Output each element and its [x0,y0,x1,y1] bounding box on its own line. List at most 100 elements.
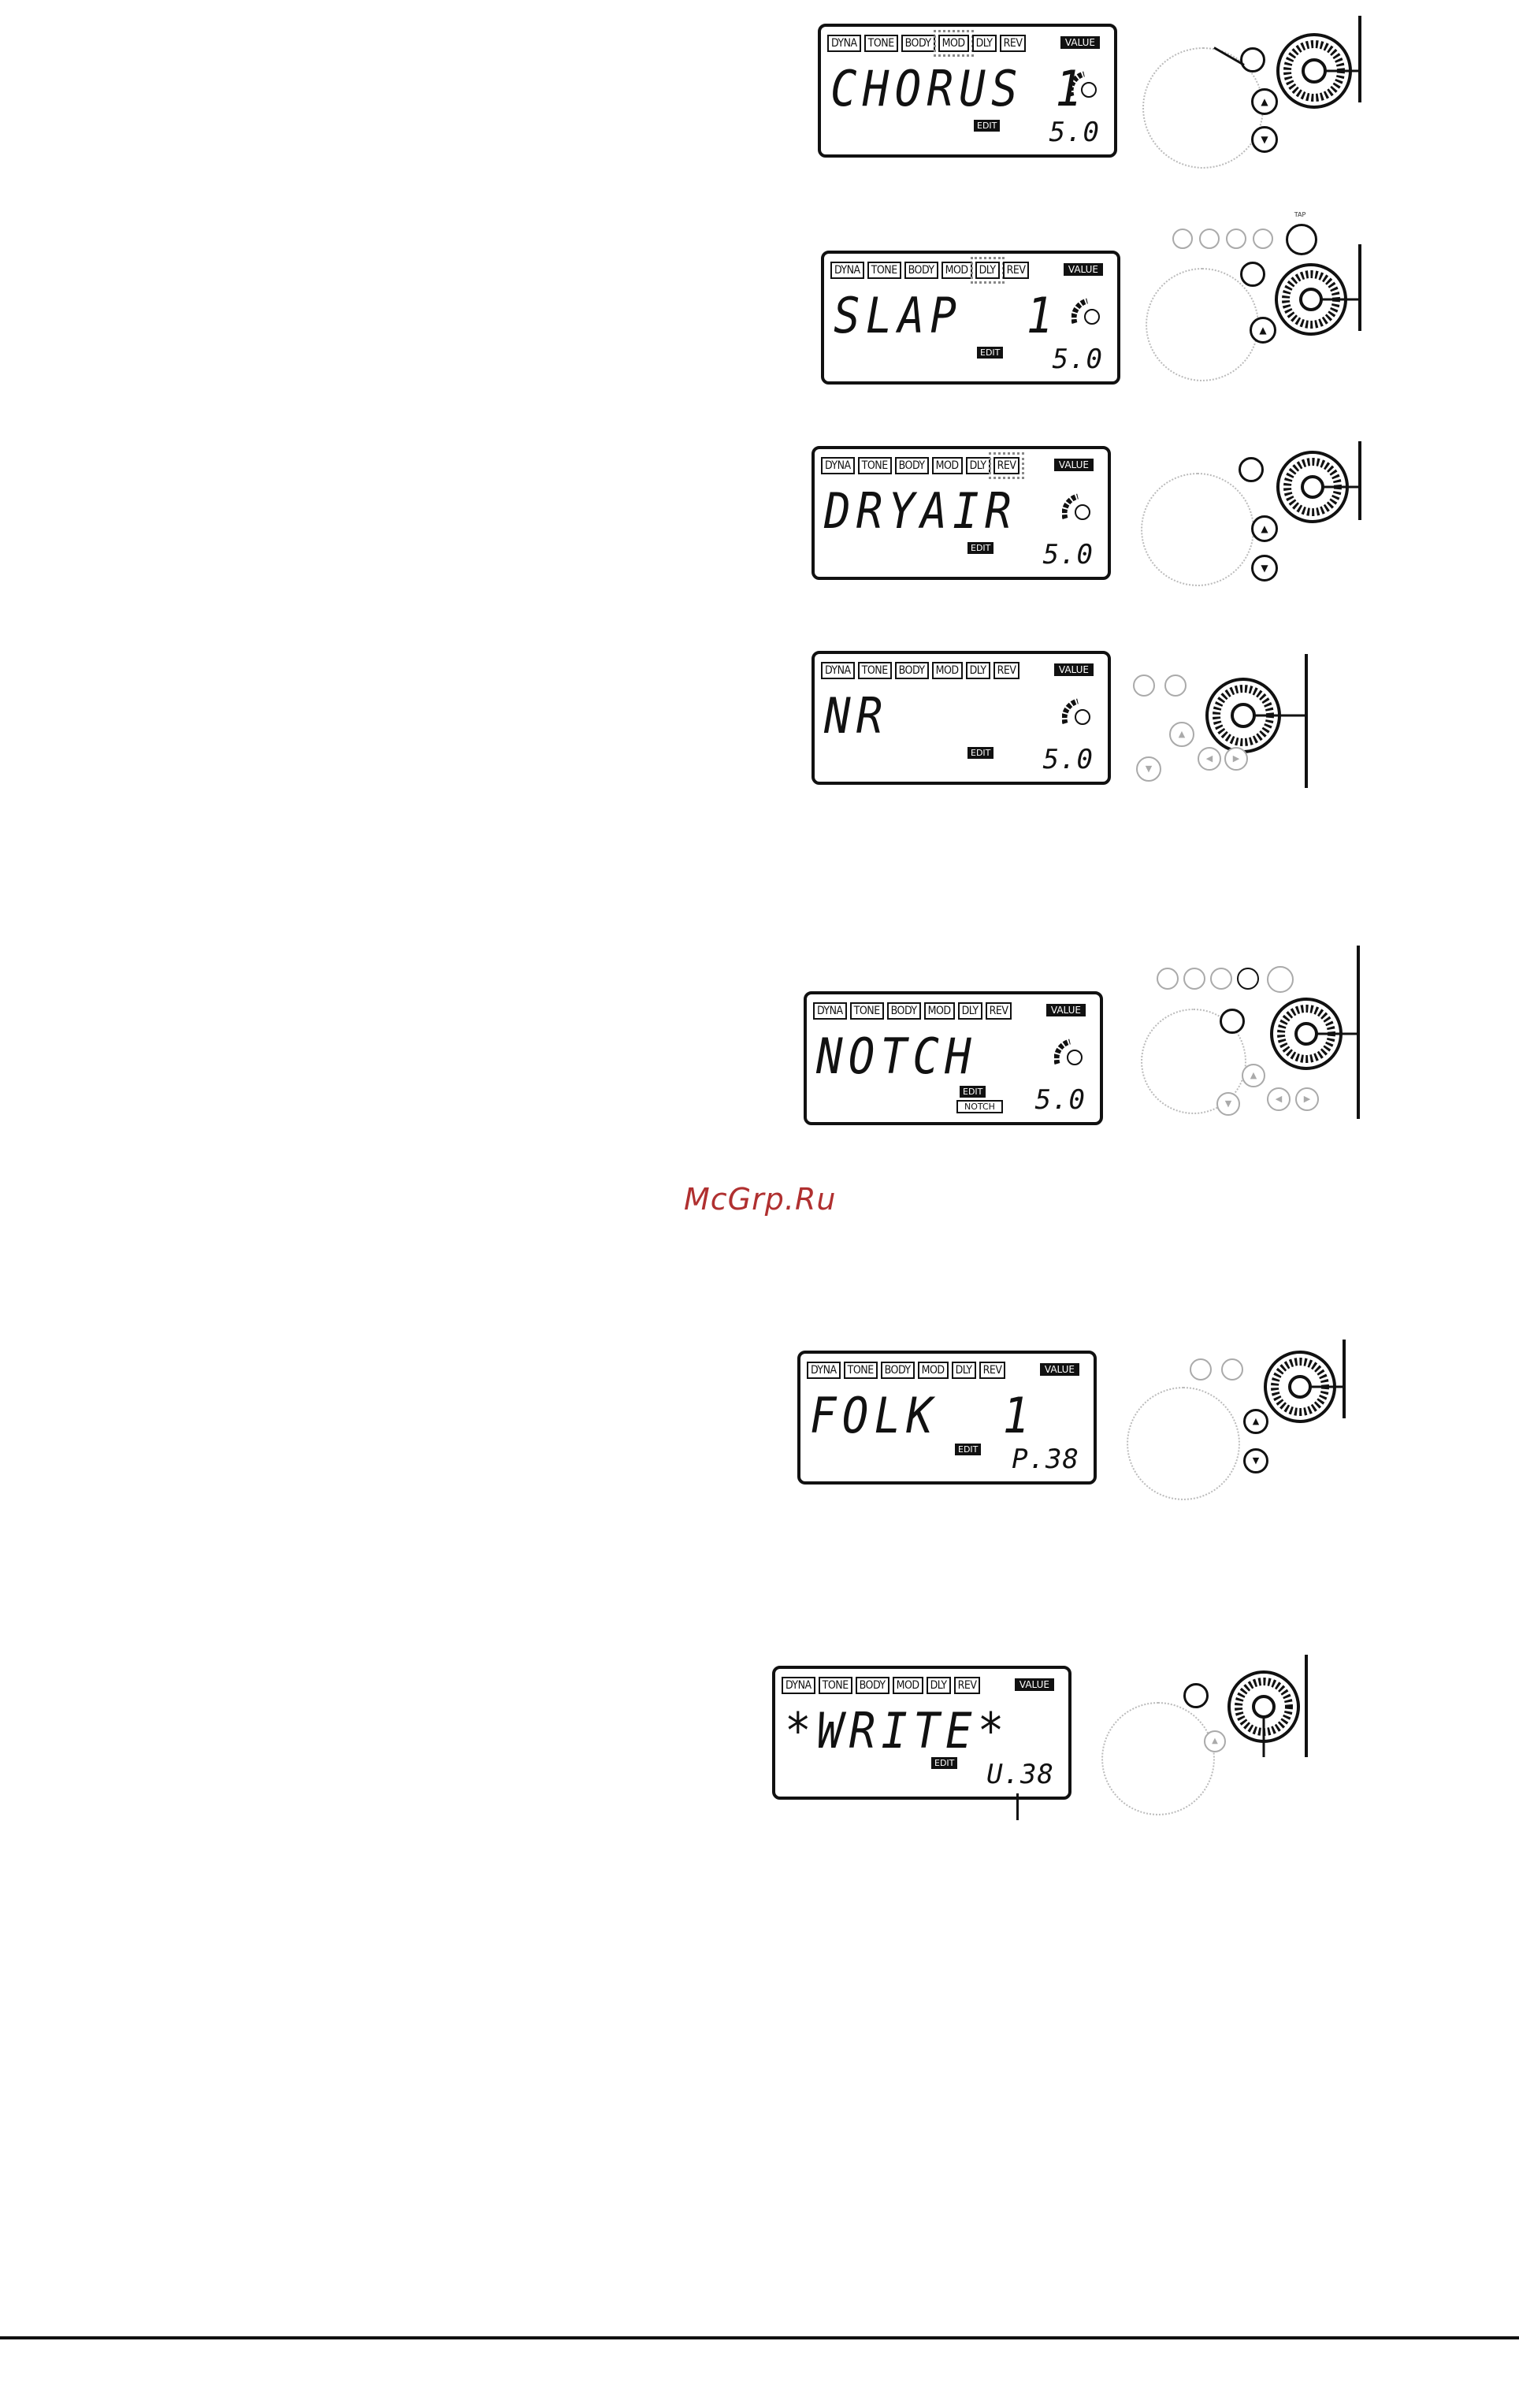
effect-tabs: DYNA TONE BODY MOD DLY REV [782,1677,981,1694]
control-panel-1: ▲ ▼ [1141,16,1369,169]
main-dial-icon[interactable] [1264,244,1361,355]
notch-button[interactable] [1237,968,1259,990]
enter-rec-button[interactable] [1221,1358,1243,1381]
forward-button[interactable]: ▶ [1295,1087,1319,1111]
effect-tabs: DYNA TONE BODY MOD DLY REV [807,1362,1006,1379]
tap-button[interactable] [1267,966,1294,993]
tab-mod: MOD [917,1362,949,1379]
level-ring-icon [1062,698,1090,725]
tab-dly: DLY [970,257,1005,284]
enter-rec-button[interactable] [1240,262,1265,287]
tab-mod: MOD [931,457,963,474]
tab-dyna: DYNA [821,662,855,679]
up-arrow-button[interactable]: ▲ [1251,515,1278,542]
control-panel-3: ▲ ▼ [1141,441,1369,591]
tab-dyna: DYNA [813,1002,847,1020]
up-arrow-button[interactable]: ▲ [1243,1409,1268,1434]
lcd-display-nr: DYNA TONE BODY MOD DLY REV VALUE NR EDIT… [811,651,1111,785]
tab-dly: DLY [926,1677,951,1694]
up-arrow-button[interactable]: ▲ [1250,317,1276,344]
down-arrow-button[interactable]: ▼ [1136,756,1161,782]
edit-badge: EDIT [931,1757,958,1769]
value-dial-face [1146,268,1259,381]
control-panel-7: ▲ [1101,1655,1330,1815]
tab-mod: MOD [923,1002,955,1020]
main-dial-icon[interactable] [1253,1340,1347,1450]
lcd-main-text: DRYAIR [824,482,1017,540]
main-dial-icon[interactable] [1259,946,1361,1119]
footer-rule [0,2336,1519,2339]
tap-button[interactable] [1286,224,1317,255]
effect-tabs: DYNA TONE BODY MOD DLY REV [813,1002,1012,1020]
up-arrow-button[interactable]: ▲ [1242,1064,1265,1087]
tab-body: BODY [855,1677,889,1694]
tab-dly: DLY [957,1002,982,1020]
value-badge: VALUE [1053,663,1094,676]
lcd-main-text: NR [824,687,889,745]
lcd-value: U.38 [986,1759,1054,1790]
tab-dly: DLY [951,1362,976,1379]
edit-badge: EDIT [967,747,994,759]
tuner-bypass-button[interactable] [1157,968,1179,990]
control-panel-5: ▲ ▼ ◀ ▶ [1141,946,1369,1119]
lcd-value: 5.0 [1052,344,1103,375]
enter-rec-button[interactable] [1220,1009,1245,1034]
main-dial-icon[interactable] [1267,441,1361,544]
control-panel-4: ▲ ▼ ◀ ▶ [1125,646,1354,796]
rewind-button[interactable]: ◀ [1267,1087,1291,1111]
tab-body: BODY [880,1362,915,1379]
tuner-bypass-button[interactable] [1172,229,1193,249]
effect-tabs: DYNA TONE BODY MOD DLY REV [821,662,1020,679]
level-ring-icon [1054,1039,1083,1065]
lcd-main-text: NOTCH [816,1027,977,1085]
rhythm-button[interactable] [1199,229,1220,249]
phrase-trainer-button[interactable] [1210,968,1232,990]
enter-rec-button[interactable] [1240,47,1265,72]
down-arrow-button[interactable]: ▼ [1243,1448,1268,1473]
level-ring-icon [1062,493,1090,520]
value-dial-face [1127,1387,1240,1500]
tab-rev: REV [985,1002,1012,1020]
tab-mod: MOD [931,662,963,679]
rhythm-button[interactable] [1183,968,1205,990]
level-ring-icon [1071,298,1100,325]
tuner-bypass-button[interactable] [1190,1358,1212,1381]
lcd-value: P.38 [1012,1444,1079,1475]
lcd-display-slap: DYNA TONE BODY MOD DLY REV VALUE SLAP 1 … [821,251,1120,385]
up-arrow-button[interactable]: ▲ [1169,722,1194,747]
lcd-display-write: DYNA TONE BODY MOD DLY REV VALUE *WRITE*… [772,1666,1071,1800]
down-arrow-button[interactable]: ▼ [1251,555,1278,582]
main-dial-icon[interactable] [1267,16,1361,126]
notch-badge: NOTCH [956,1100,1003,1113]
lcd-value: 5.0 [1034,1084,1086,1116]
enter-rec-button[interactable] [1164,674,1187,697]
tab-body: BODY [901,35,935,52]
tab-tone: TONE [843,1362,878,1379]
rewind-button[interactable]: ◀ [1198,747,1221,771]
tab-tone: TONE [857,662,892,679]
lcd-display-notch: DYNA TONE BODY MOD DLY REV VALUE NOTCH E… [804,991,1103,1125]
tab-dly: DLY [965,457,990,474]
value-dial-face [1141,1009,1246,1114]
up-arrow-button[interactable]: ▲ [1251,88,1278,115]
notch-button[interactable] [1253,229,1273,249]
tab-tone: TONE [818,1677,852,1694]
lcd-display-dryair: DYNA TONE BODY MOD DLY REV VALUE DRYAIR … [811,446,1111,580]
down-arrow-button[interactable]: ▼ [1251,126,1278,153]
lcd-value: 5.0 [1049,117,1100,148]
forward-button[interactable]: ▶ [1224,747,1248,771]
enter-rec-button[interactable] [1183,1683,1209,1708]
enter-rec-button[interactable] [1239,457,1264,482]
value-badge: VALUE [1014,1678,1054,1691]
tab-dyna: DYNA [821,457,855,474]
lcd-value: 5.0 [1042,539,1094,570]
down-arrow-button[interactable]: ▼ [1216,1092,1240,1116]
control-panel-6: ▲ ▼ [1119,1340,1347,1500]
main-dial-icon[interactable] [1220,1655,1314,1765]
value-badge: VALUE [1060,36,1100,49]
tab-body: BODY [886,1002,921,1020]
watermark: McGrp.Ru [684,1182,837,1217]
tuner-bypass-button[interactable] [1133,674,1155,697]
phrase-trainer-button[interactable] [1226,229,1246,249]
up-arrow-button[interactable]: ▲ [1204,1730,1226,1752]
